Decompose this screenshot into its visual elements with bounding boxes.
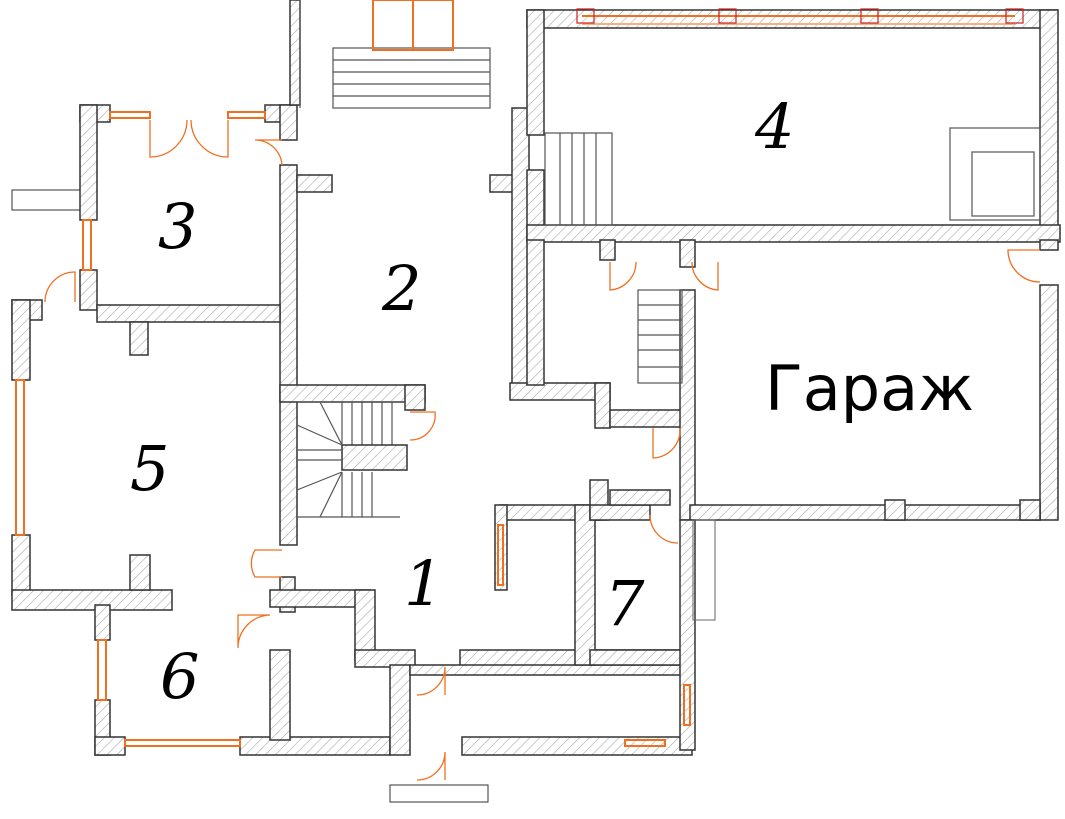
- wall: [526, 224, 1061, 243]
- wall: [609, 489, 671, 506]
- wall: [404, 384, 426, 411]
- wall: [884, 499, 906, 521]
- main-stairwell: [296, 401, 408, 518]
- side-ramp: [692, 519, 716, 621]
- entrance-stairs: [299, 0, 491, 109]
- room-label-7: 7: [605, 567, 645, 640]
- doors: [44, 119, 1041, 781]
- room-label-4: 4: [754, 90, 794, 163]
- wall: [129, 554, 151, 591]
- wall: [609, 409, 683, 428]
- room4-stairs: [544, 127, 1041, 226]
- wall: [129, 321, 149, 356]
- wall: [1019, 499, 1041, 521]
- wall: [409, 664, 691, 676]
- wall: [11, 299, 31, 381]
- garage-label: Гараж: [765, 352, 974, 425]
- details: [11, 0, 1041, 803]
- wall: [269, 649, 291, 741]
- wall: [279, 164, 298, 546]
- side-steps: [11, 189, 81, 211]
- wall: [689, 504, 1041, 521]
- wall: [94, 736, 126, 756]
- wall: [526, 239, 545, 386]
- room-label-2: 2: [381, 252, 421, 325]
- columns: [576, 8, 1024, 24]
- wall: [1039, 239, 1059, 251]
- wall: [1039, 284, 1059, 521]
- room-label-1: 1: [404, 547, 443, 620]
- room-label-3: 3: [158, 190, 197, 263]
- wall: [289, 0, 301, 106]
- wall: [589, 649, 686, 666]
- wall: [354, 649, 416, 668]
- wall: [239, 736, 391, 756]
- wall: [526, 9, 545, 136]
- wall: [589, 504, 651, 521]
- room-label-5: 5: [130, 432, 169, 505]
- wall: [11, 534, 31, 596]
- wall: [1039, 9, 1059, 241]
- wall: [279, 104, 298, 141]
- wall: [96, 304, 281, 323]
- porch-step: [389, 784, 489, 803]
- middle-stairs: [637, 289, 683, 384]
- wall: [679, 239, 696, 268]
- wall: [94, 604, 111, 641]
- wall: [599, 239, 616, 261]
- wall: [79, 104, 98, 221]
- wall: [594, 382, 611, 429]
- wall: [279, 384, 426, 403]
- wall: [11, 589, 173, 611]
- wall: [574, 504, 596, 666]
- wall: [526, 9, 1058, 29]
- wall: [389, 664, 411, 756]
- wall: [79, 269, 98, 311]
- wall: [494, 504, 508, 591]
- wall: [296, 174, 333, 193]
- windows: [15, 15, 1015, 747]
- room-label-6: 6: [160, 640, 199, 713]
